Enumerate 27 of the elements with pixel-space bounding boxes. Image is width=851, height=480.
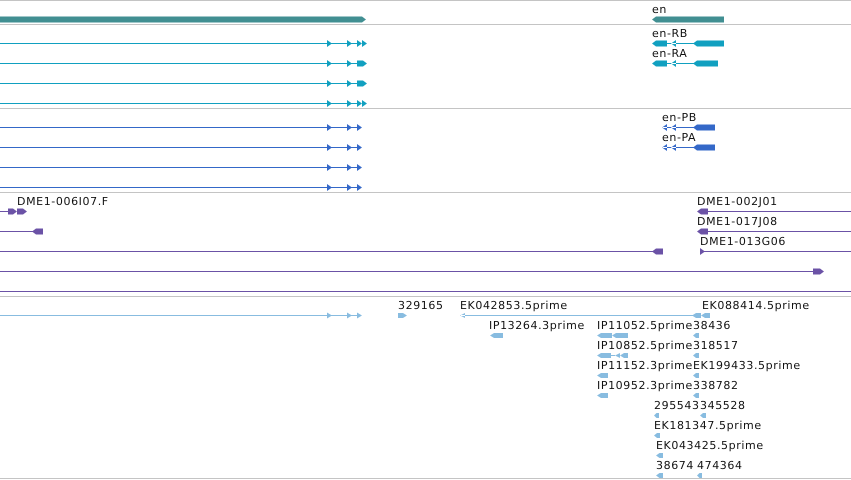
feature-label: IP10952.3prime (597, 378, 693, 392)
feature-label: 329165 (398, 298, 444, 312)
feature-label: 38674 (656, 458, 694, 472)
feature-label: 318517 (693, 338, 739, 352)
feature-label: IP11052.5prime (597, 318, 693, 332)
feature-label: IP13264.3prime (489, 318, 585, 332)
feature-label: EK199433.5prime (693, 358, 801, 372)
feature-label: 345528 (700, 398, 746, 412)
feature-label: 338782 (693, 378, 739, 392)
feature-label: IP10852.5prime (597, 338, 693, 352)
feature-label: EK181347.5prime (654, 418, 762, 432)
feature-label: EK088414.5prime (702, 298, 810, 312)
feature-label: DME1-013G06 (700, 234, 786, 248)
feature-label: en-PA (662, 130, 696, 144)
feature-label: en-RB (652, 26, 688, 40)
feature-label: DME1-002J01 (697, 194, 778, 208)
feature-label: en-PB (662, 110, 697, 124)
feature-label: EK042853.5prime (460, 298, 568, 312)
feature-label: 474364 (697, 458, 743, 472)
feature-label: IP11152.3prime (597, 358, 693, 372)
feature-label: DME1-017J08 (697, 214, 778, 228)
feature-label: 295543 (654, 398, 700, 412)
feature-label: en (652, 2, 667, 16)
feature-label: EK043425.5prime (656, 438, 764, 452)
feature-label: en-RA (652, 46, 688, 60)
feature-label: 38436 (693, 318, 731, 332)
feature-label: DME1-006I07.F (17, 194, 109, 208)
